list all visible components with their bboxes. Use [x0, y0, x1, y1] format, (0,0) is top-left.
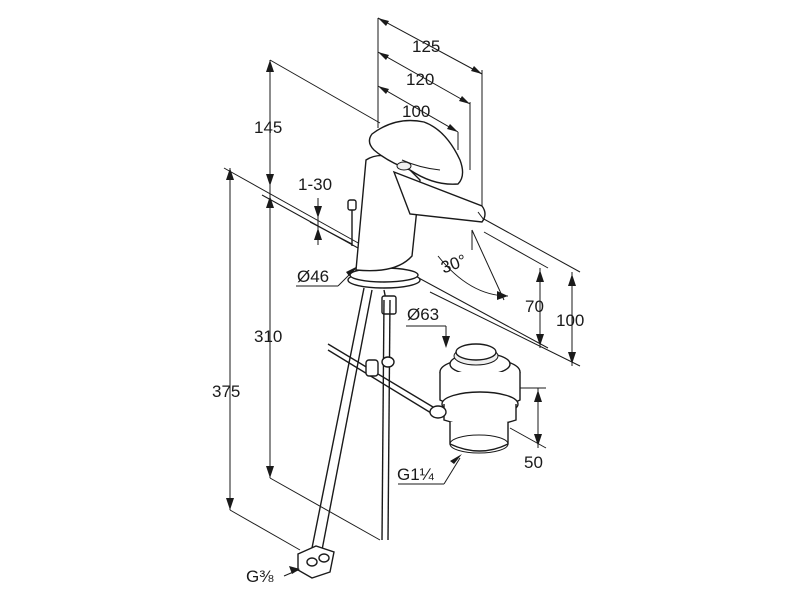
thread-g38-leader [283, 566, 300, 577]
dim-d46: Ø46 [297, 267, 329, 286]
dim-d63: Ø63 [407, 305, 439, 324]
left-height-dimensions [223, 59, 381, 551]
waste-assembly [429, 343, 521, 454]
dim-310: 310 [254, 327, 282, 346]
dim-d46-leader [296, 266, 358, 287]
dim-120: 120 [406, 70, 434, 89]
dim-1-30-lines [309, 198, 353, 245]
dim-125: 125 [412, 37, 440, 56]
dim-d63-leader [406, 325, 450, 348]
right-height-dimensions [403, 217, 581, 367]
dim-145: 145 [254, 118, 282, 137]
thread-g114: G1¼ [397, 465, 435, 484]
thread-g114-leader [398, 454, 462, 485]
faucet-body [347, 119, 486, 289]
dim-100-top: 100 [402, 102, 430, 121]
popup-linkage [327, 343, 439, 417]
dim-70: 70 [525, 297, 544, 316]
angle-30-lines [437, 229, 509, 301]
dim-375: 375 [212, 382, 240, 401]
dim-100-right: 100 [556, 311, 584, 330]
supply-hoses [297, 287, 397, 579]
top-width-dimensions [377, 17, 483, 216]
dim-1-30: 1-30 [298, 175, 332, 194]
dim-50-lines [509, 387, 547, 449]
dim-30-degrees: 30° [438, 251, 469, 278]
dim-50: 50 [524, 453, 543, 472]
thread-g38: G⅜ [246, 567, 274, 586]
